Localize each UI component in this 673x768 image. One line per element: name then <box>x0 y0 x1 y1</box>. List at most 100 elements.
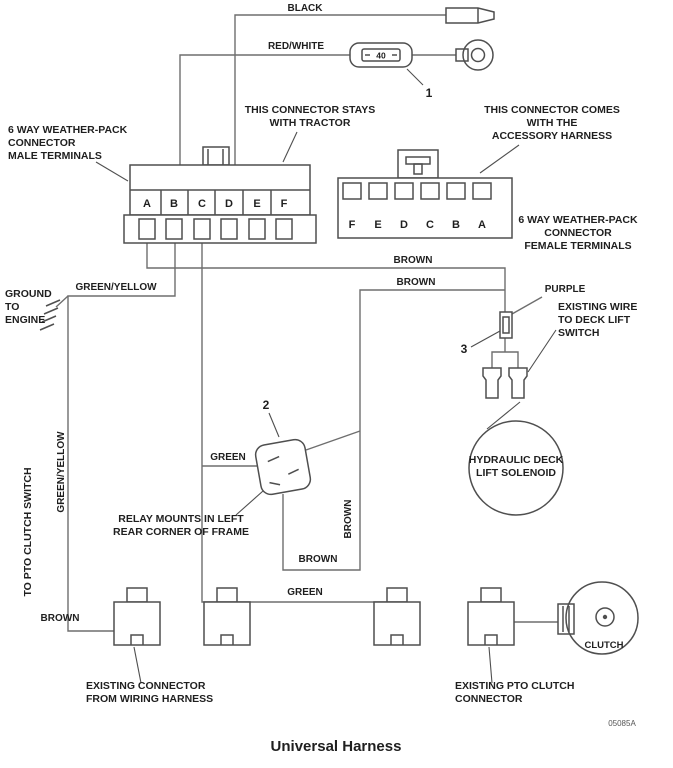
green-bottom-label: GREEN <box>287 587 323 598</box>
leader-lines <box>95 68 557 684</box>
male-label-line-3: MALE TERMINALS <box>8 150 102 162</box>
bottom-connector-3 <box>373 587 421 646</box>
callout-1: 1 <box>426 86 433 100</box>
ring-terminal-hole <box>470 47 486 63</box>
relay-body <box>254 438 312 496</box>
pto-label-leader <box>488 646 493 684</box>
pto-switch-label: TO PTO CLUTCH SWITCH <box>22 467 34 596</box>
male-connector-tab <box>202 146 230 166</box>
female-note-line-3: ACCESSORY HARNESS <box>492 130 612 142</box>
clutch-hub <box>595 607 615 627</box>
purple-label: PURPLE <box>545 284 586 295</box>
green-yellow-label: GREEN/YELLOW <box>75 282 157 293</box>
clutch-assembly: CLUTCH <box>557 581 639 655</box>
male-pin-label-d: D <box>225 198 233 210</box>
connector-3-body <box>373 601 421 646</box>
female-note-line-1: THIS CONNECTOR COMES <box>484 104 620 116</box>
clutch-circle <box>565 581 639 655</box>
spade-terminal-body <box>445 7 495 24</box>
solenoid-label-line-2: LIFT SOLENOID <box>476 467 556 479</box>
male-label-leader <box>95 161 129 182</box>
connector-3-tab <box>386 587 408 603</box>
harness-label-leader <box>133 646 142 684</box>
relay-contact-2 <box>288 468 299 475</box>
female-pin-label-b: B <box>452 219 460 231</box>
ground-label-line-1: GROUND <box>5 288 52 300</box>
ground-hatch-3 <box>41 315 57 323</box>
connector-1-tab <box>126 587 148 603</box>
connector-3-notch <box>390 634 404 645</box>
connector-4-body <box>467 601 515 646</box>
deck-lift-terminals <box>482 367 528 399</box>
connector-4-tab <box>480 587 502 603</box>
brown-wire-relay <box>282 289 505 571</box>
ground-hatch-4 <box>39 323 55 331</box>
deck-terminal-lead-2 <box>505 351 519 368</box>
green-yellow-wire <box>67 243 176 632</box>
ground-label-line-3: ENGINE <box>5 314 45 326</box>
brown-top-label: BROWN <box>394 255 433 266</box>
ground-branch-wire <box>55 295 69 308</box>
connector-1-body <box>113 601 161 646</box>
female-connector: F E D C B A <box>337 149 513 239</box>
connector-2-tab <box>216 587 238 603</box>
male-pin-label-c: C <box>198 198 206 210</box>
relay-note-leader <box>235 490 264 516</box>
female-cavity-a <box>472 182 492 200</box>
harness-connector-line-1: EXISTING CONNECTOR <box>86 680 206 692</box>
clutch-hub-center <box>602 614 608 620</box>
male-pin-label-f: F <box>281 198 288 210</box>
pto-connector-line-2: CONNECTOR <box>455 693 523 705</box>
deck-terminal-1 <box>482 367 502 399</box>
doc-number: 05085A <box>608 719 636 728</box>
wire-labels: BLACK RED/WHITE BROWN BROWN PURPLE GREEN… <box>41 3 586 624</box>
wires <box>55 14 560 632</box>
green-yellow-vertical-label: GREEN/YELLOW <box>56 431 67 513</box>
inline-splice <box>499 311 513 339</box>
ring-terminal <box>455 39 494 71</box>
deck-terminal-2 <box>508 367 528 399</box>
clutch-label: CLUTCH <box>584 640 623 651</box>
green-wire <box>201 243 397 603</box>
female-note-leader <box>479 144 520 174</box>
male-connector: A B C D E F <box>123 146 317 244</box>
female-pin-label-e: E <box>374 219 381 231</box>
fuse-holder: 40 <box>349 42 413 68</box>
deck-lift-line-3: SWITCH <box>558 327 599 339</box>
diagram-title: Universal Harness <box>271 738 402 755</box>
fuse-window <box>361 48 401 62</box>
brown-bottom-label: BROWN <box>299 554 338 565</box>
callout-1-leader <box>406 68 424 86</box>
annotations: THIS CONNECTOR STAYS WITH TRACTOR THIS C… <box>5 104 638 705</box>
brown-mid-label: BROWN <box>397 277 436 288</box>
female-tab-t-stem <box>413 163 423 175</box>
black-label: BLACK <box>288 3 324 14</box>
female-connector-body <box>337 177 513 239</box>
black-wire <box>234 14 446 165</box>
callout-3: 3 <box>461 342 468 356</box>
female-cavity-b <box>446 182 466 200</box>
ground-hatch-2 <box>43 307 59 315</box>
bottom-connector-2 <box>203 587 251 646</box>
fuse-value: 40 <box>376 51 386 61</box>
connector-1-notch <box>130 634 144 645</box>
harness-connector-line-2: FROM WIRING HARNESS <box>86 693 213 705</box>
splice-inner <box>502 316 510 334</box>
female-pin-label-f: F <box>349 219 356 231</box>
female-cavity-d <box>394 182 414 200</box>
male-label-line-1: 6 WAY WEATHER-PACK <box>8 124 128 136</box>
bottom-connector-1 <box>113 587 161 646</box>
splice-body <box>499 311 513 339</box>
male-label-line-2: CONNECTOR <box>8 137 76 149</box>
relay-note-line-1: RELAY MOUNTS IN LEFT <box>118 513 244 525</box>
ground-symbol <box>39 299 61 331</box>
green-label: GREEN <box>210 452 246 463</box>
spade-terminal <box>445 7 495 24</box>
deck-lift-leader <box>527 329 557 373</box>
red-white-wire <box>179 54 350 165</box>
female-label-line-3: FEMALE TERMINALS <box>524 240 631 252</box>
ground-hatch-1 <box>45 299 61 307</box>
callout-2: 2 <box>263 398 270 412</box>
